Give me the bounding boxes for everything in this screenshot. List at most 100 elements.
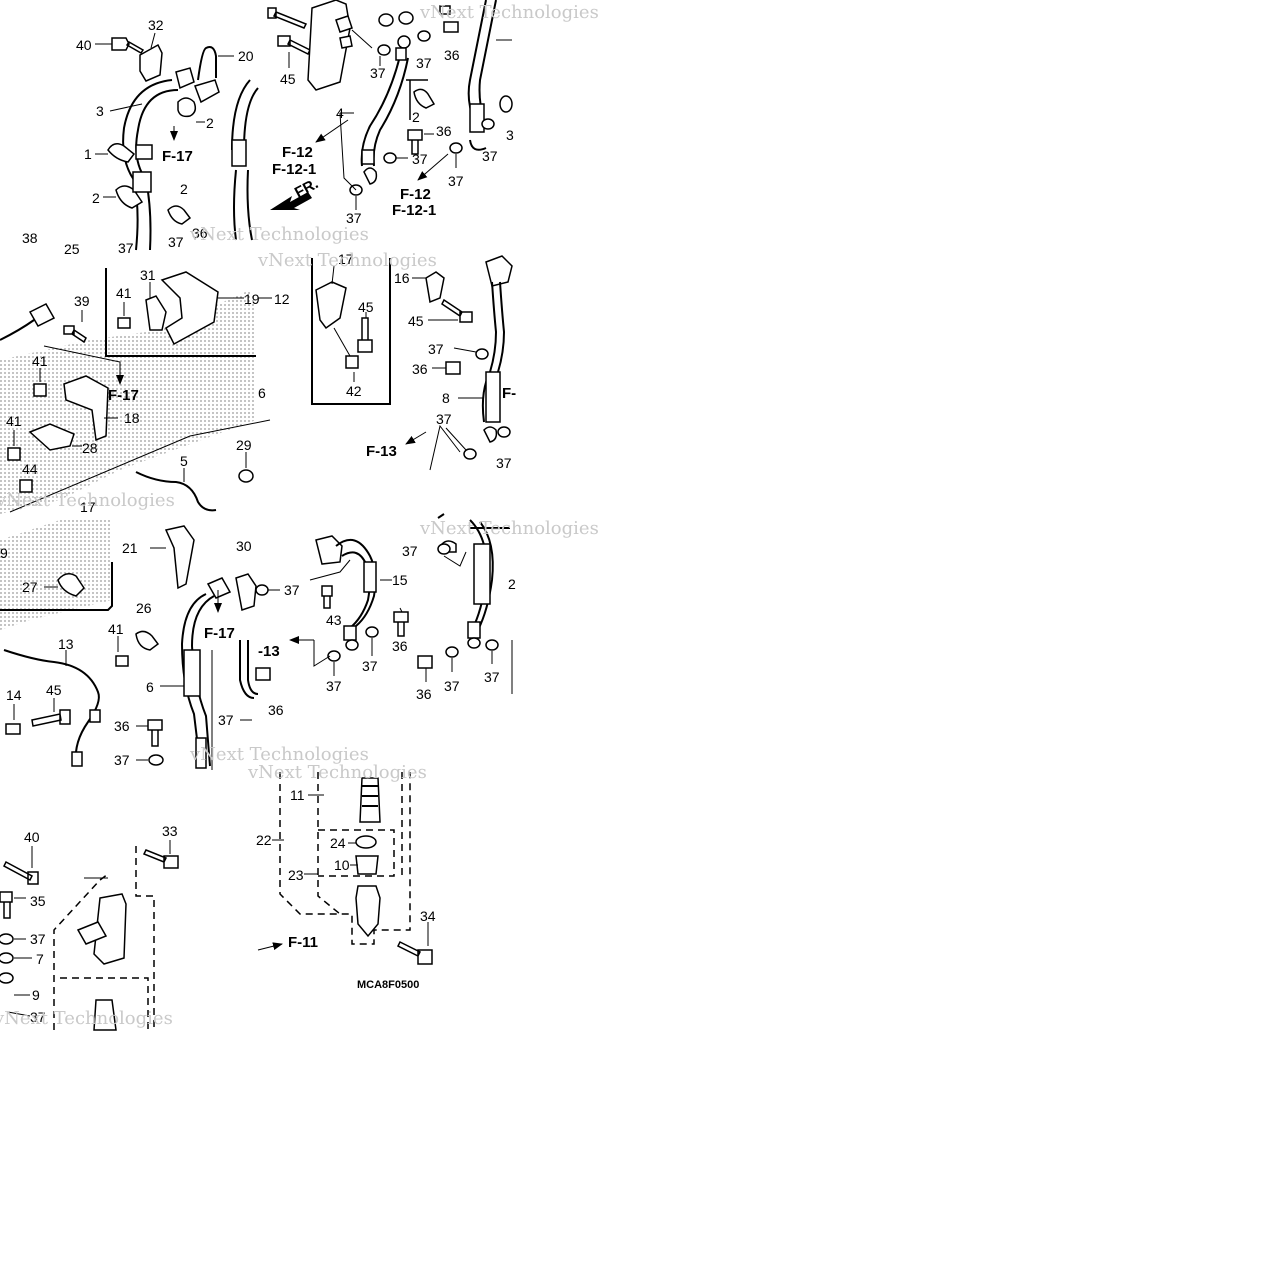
ref-f13-a: F-13 xyxy=(366,443,397,460)
watermark-4: vNext Technologies xyxy=(257,250,437,271)
callout-33: 33 xyxy=(162,823,178,839)
pipe-13 xyxy=(3,649,100,763)
callout-34: 34 xyxy=(420,908,436,924)
ref-f-cut: F- xyxy=(502,385,516,402)
callout-15: 15 xyxy=(392,572,408,588)
seal-24 xyxy=(355,835,377,849)
callout-37e: 37 xyxy=(484,669,500,685)
ref-f12-a: F-12 xyxy=(282,144,313,161)
callout-10: 10 xyxy=(334,857,350,873)
watermark-5: vNext Technologies xyxy=(189,744,369,765)
callout-37c: 37 xyxy=(412,151,428,167)
panel-rear-hose-right: 37 15 2 43 36 37 37 36 37 37 vNext Techn… xyxy=(289,513,599,702)
clamp-27 xyxy=(57,573,85,597)
callout-39: 39 xyxy=(74,293,90,309)
callout-9: 9 xyxy=(32,987,40,1003)
ref-f12-b: F-12 xyxy=(400,186,431,203)
callout-1: 1 xyxy=(84,146,92,162)
callout-18: 18 xyxy=(124,410,140,426)
callout-30: 30 xyxy=(236,538,252,554)
diagram-code: MCA8F0500 xyxy=(357,979,419,991)
callout-4: 4 xyxy=(336,105,344,121)
washer-29 xyxy=(238,469,254,483)
ref-f17-c: F-17 xyxy=(204,625,235,642)
callout-45b: 45 xyxy=(408,313,424,329)
callout-41b: 41 xyxy=(32,353,48,369)
bolt-39 xyxy=(63,325,87,344)
callout-20: 20 xyxy=(238,48,254,64)
spring-11 xyxy=(359,777,381,823)
clamp-2-mid xyxy=(167,205,192,225)
ref-f121-a: F-12-1 xyxy=(272,161,316,178)
callout-25: 25 xyxy=(64,241,80,257)
callout-14: 14 xyxy=(6,687,22,703)
callout-24: 24 xyxy=(330,835,346,851)
callout-37a: 37 xyxy=(30,931,46,947)
callout-2b: 2 xyxy=(92,190,100,206)
callout-37f: 37 xyxy=(346,210,362,226)
joint-15 xyxy=(315,535,343,565)
pipe-20 xyxy=(197,46,217,81)
watermark-6: vNext Technologies xyxy=(419,518,599,539)
bracket-28 xyxy=(28,423,75,451)
bolt-45-p5 xyxy=(31,709,71,727)
bolt-33 xyxy=(142,849,179,869)
callout-32: 32 xyxy=(148,17,164,33)
callout-42: 42 xyxy=(346,383,362,399)
hose-6 xyxy=(180,593,215,767)
bolt-42 xyxy=(345,355,359,369)
callout-41: 41 xyxy=(108,621,124,637)
front-label: FR. xyxy=(292,175,321,201)
callout-37c: 37 xyxy=(218,712,234,728)
callout-7: 7 xyxy=(36,951,44,967)
spring-9 xyxy=(93,999,117,1031)
bolt-40 xyxy=(111,37,145,54)
joint-f17 xyxy=(206,577,232,599)
bracket-17 xyxy=(315,281,347,330)
clamp-30 xyxy=(235,573,257,611)
panel-front-hose-left: 32 40 20 3 2 1 2 2 F-17 38 25 37 37 36 v… xyxy=(22,17,369,257)
callout-44: 44 xyxy=(22,461,38,477)
callout-37d: 37 xyxy=(444,678,460,694)
callout-37b: 37 xyxy=(114,752,130,768)
callout-16: 16 xyxy=(394,270,410,286)
callout-13: 13 xyxy=(58,636,74,652)
callout-37a: 37 xyxy=(402,543,418,559)
bolt-43 xyxy=(321,585,333,609)
piston-10 xyxy=(355,855,379,875)
bolt-34 xyxy=(396,940,433,965)
callout-45: 45 xyxy=(46,682,62,698)
clamp-26 xyxy=(135,630,160,651)
callout-37a: 37 xyxy=(428,341,444,357)
callout-37c: 37 xyxy=(496,455,512,471)
watermark-3: vNext Technologies xyxy=(0,490,175,511)
clamp-2-lower xyxy=(115,185,144,209)
callout-9: 9 xyxy=(0,545,8,561)
bolt-45-top xyxy=(267,7,308,29)
watermark-1: vNext Technologies xyxy=(189,224,369,245)
callout-2: 2 xyxy=(508,576,516,592)
bolt-36-p6 xyxy=(393,611,409,637)
callout-37b: 37 xyxy=(30,1009,46,1025)
callout-3: 3 xyxy=(96,103,104,119)
clamp-31 xyxy=(145,295,167,331)
callout-2a: 2 xyxy=(206,115,214,131)
bolt-45-p4b xyxy=(441,298,473,323)
callout-36: 36 xyxy=(412,361,428,377)
callout-45a: 45 xyxy=(358,299,374,315)
callout-37d: 37 xyxy=(448,173,464,189)
callout-37c: 37 xyxy=(326,678,342,694)
bolt-36-p6b xyxy=(417,655,433,669)
bolt-36-mid xyxy=(407,129,423,155)
pipe-5 xyxy=(135,471,217,512)
callout-12: 12 xyxy=(274,291,290,307)
callout-5: 5 xyxy=(180,453,188,469)
callout-37b: 37 xyxy=(436,411,452,427)
bracket-20 xyxy=(194,79,220,104)
callout-37: 37 xyxy=(118,240,134,256)
callout-36b: 36 xyxy=(268,702,284,718)
callout-37e: 37 xyxy=(482,148,498,164)
callout-36a: 36 xyxy=(444,47,460,63)
joint-top xyxy=(485,255,513,287)
